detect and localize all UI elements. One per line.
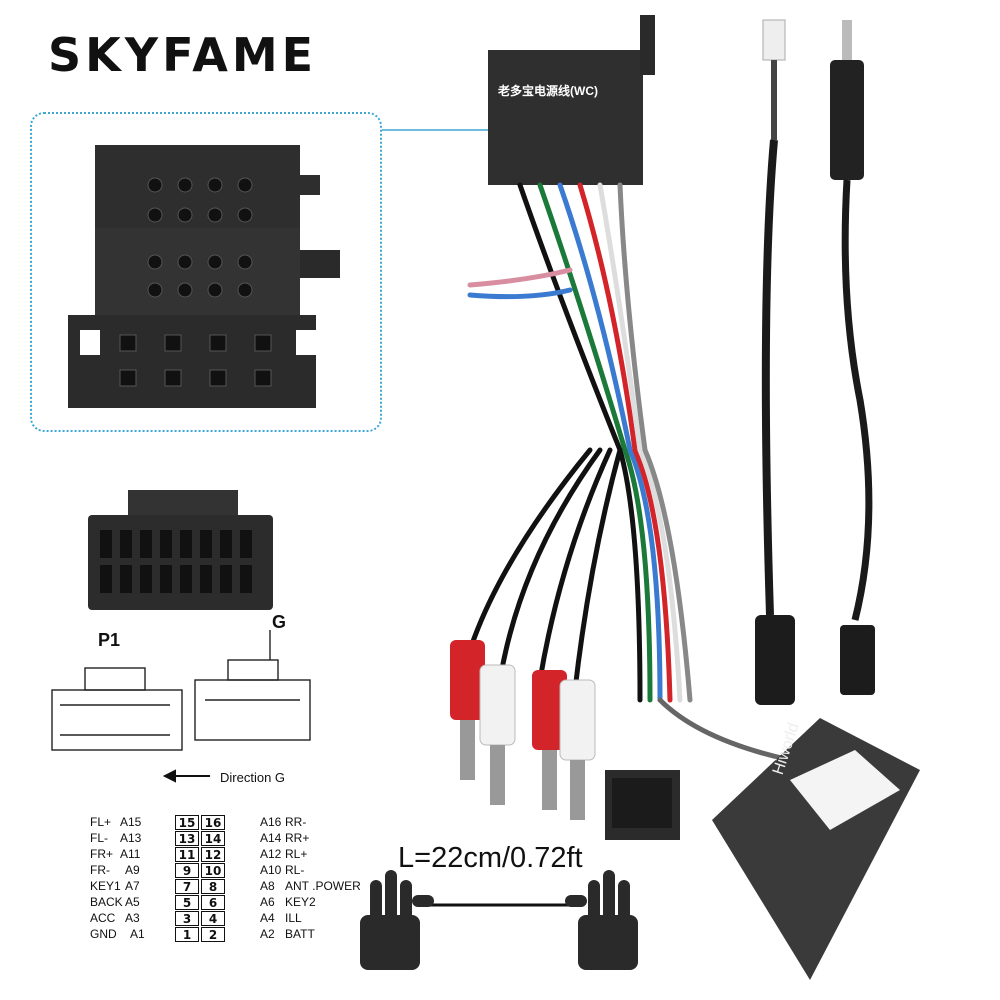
connector-zoom-frame (30, 112, 382, 432)
harness-plug-image (488, 15, 655, 185)
g-connector-drawing (194, 630, 311, 741)
pin-number-box: 2 (201, 927, 225, 942)
canbus-module-image (712, 718, 920, 980)
pin-number-box: 15 (175, 815, 199, 830)
pin-number-box: 3 (175, 911, 199, 926)
output-connector-image (605, 770, 680, 840)
pin-right-code: A4 (260, 911, 275, 925)
pin-number-box: 14 (201, 831, 225, 846)
pin-right-code: A16 (260, 815, 282, 829)
pin-number-box: 16 (201, 815, 225, 830)
pin-number-box: 9 (175, 863, 199, 878)
pin-right-code: A2 (260, 927, 275, 941)
pin-right-name: BATT (285, 927, 315, 941)
pin-left-code: A11 (120, 847, 141, 861)
pin-left-code: A15 (120, 815, 142, 829)
pin-right-code: A14 (260, 831, 282, 845)
direction-arrow (162, 769, 210, 783)
pin-right-name: ANT .POWER (285, 879, 361, 893)
pin-right-name: KEY2 (285, 895, 316, 909)
pin-right-name: ILL (285, 911, 302, 925)
pin-right-name: RL+ (285, 847, 308, 861)
hand-right-icon (565, 870, 638, 970)
iso-connector-holes (119, 177, 272, 387)
pin-left-code: A9 (125, 863, 140, 877)
pin-number-box: 8 (201, 879, 225, 894)
hand-left-icon (360, 870, 434, 970)
pin-right-name: RL- (285, 863, 305, 877)
pin-number-box: 11 (175, 847, 199, 862)
pin-left-code: A1 (130, 927, 145, 941)
p1-label: P1 (98, 630, 121, 650)
pin-number-box: 12 (201, 847, 225, 862)
pin-left-name: KEY1 (90, 879, 121, 893)
plug-tag-label: 老多宝电源线(WC) (498, 84, 598, 98)
pin-number-box: 4 (201, 911, 225, 926)
pin-right-name: RR+ (285, 831, 310, 845)
direction-label: Direction G (220, 770, 286, 785)
p1-connector-drawing (51, 667, 183, 751)
pin-right-code: A6 (260, 895, 275, 909)
pin-right-code: A10 (260, 863, 282, 877)
pin-left-name: FR+ (90, 847, 114, 861)
pin-number-box: 5 (175, 895, 199, 910)
pin-right-code: A12 (260, 847, 282, 861)
g-label: G (272, 612, 287, 632)
cable-length-label: L=22cm/0.72ft (398, 842, 583, 874)
pin-number-box: 7 (175, 879, 199, 894)
pin-number-box: 10 (201, 863, 225, 878)
skyfame-logo: SKYFAME (48, 28, 318, 82)
pin-number-box: 13 (175, 831, 199, 846)
pin-left-name: FL- (90, 831, 108, 845)
pin-right-name: RR- (285, 815, 307, 829)
rca-plugs-image (450, 640, 596, 820)
iso-connector-image (68, 145, 340, 408)
antenna-adapter-image (755, 19, 875, 705)
pin-left-name: ACC (90, 911, 116, 925)
pin-left-code: A5 (125, 895, 140, 909)
pin-number-box: 6 (201, 895, 225, 910)
sixteen-pin-connector-image (88, 490, 273, 610)
pin-right-code: A8 (260, 879, 275, 893)
harness-wires (467, 182, 793, 763)
pin-left-name: GND (90, 927, 117, 941)
pin-left-name: FR- (90, 863, 110, 877)
pin-left-code: A7 (125, 879, 140, 893)
pin-left-name: FL+ (90, 815, 112, 829)
pin-left-code: A13 (120, 831, 142, 845)
pin-number-box: 1 (175, 927, 199, 942)
pin-left-name: BACK (90, 895, 123, 909)
pin-left-code: A3 (125, 911, 140, 925)
